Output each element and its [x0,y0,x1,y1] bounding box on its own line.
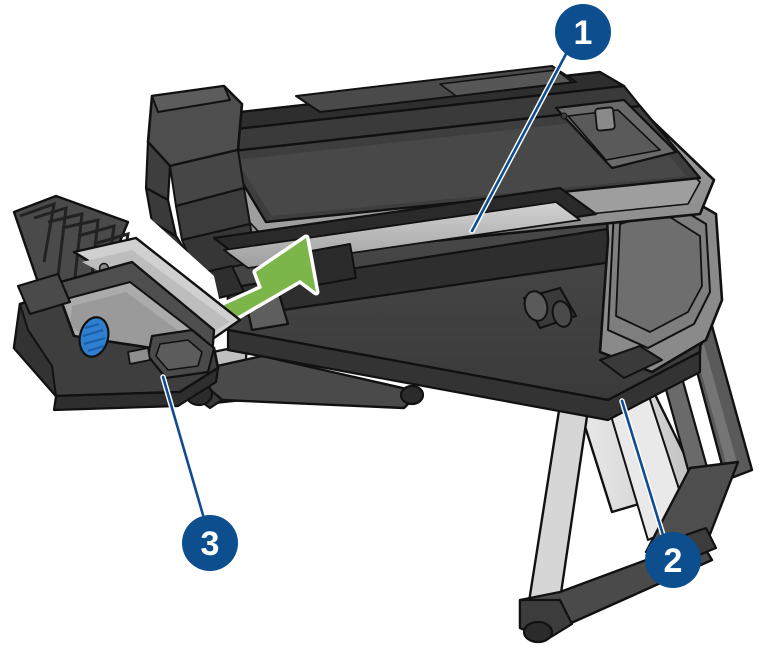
callout-3-circle [182,515,238,571]
cutter-assembly [8,184,242,412]
paper-roller [522,286,578,330]
callout-3-label: 3 [201,525,220,563]
callout-1-label: 1 [574,14,593,52]
blue-release-knob [78,316,110,358]
callout-2-circle [645,532,701,588]
callout-1[interactable]: 1 [555,4,611,60]
callout-2[interactable]: 2 [645,532,701,588]
callout-1-circle [555,4,611,60]
callout-3[interactable]: 3 [182,515,238,571]
callout-leader-lines [160,51,666,538]
printer-body [144,65,724,422]
callout-2-label: 2 [664,542,683,580]
